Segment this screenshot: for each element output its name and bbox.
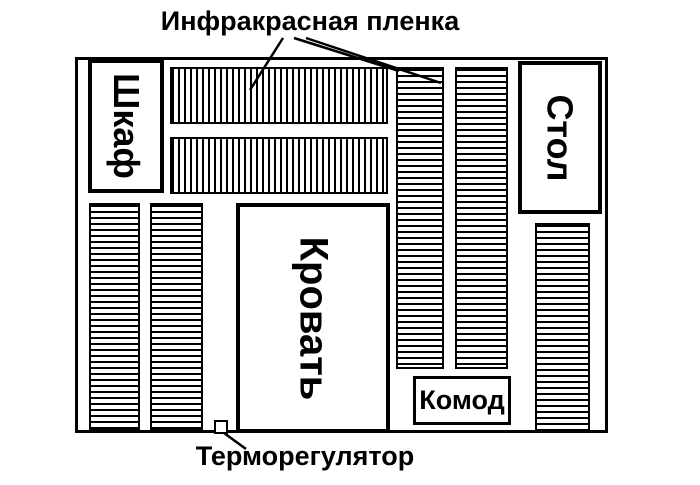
thermostat-square [214,420,228,434]
bed-box: Кровать [236,203,390,433]
desk-box: Стол [518,61,602,214]
infrared-film-panel-center-1 [396,67,444,369]
infrared-film-panel-left-2 [150,203,203,431]
infrared-film-panel-right [535,223,590,431]
dresser-box: Комод [413,376,511,425]
infrared-film-panel-left-1 [89,203,140,431]
infrared-film-panel-center-2 [455,67,508,369]
desk-label: Стол [540,93,581,182]
wardrobe-box: Шкаф [88,59,164,193]
dresser-label: Комод [419,385,505,415]
bed-label: Кровать [291,236,336,400]
wardrobe-label: Шкаф [106,73,147,179]
diagram-title: Инфракрасная пленка [160,6,460,36]
thermostat-label: Терморегулятор [195,441,415,471]
infrared-film-panel-top-2 [170,137,388,194]
infrared-film-panel-top-1 [170,67,388,124]
